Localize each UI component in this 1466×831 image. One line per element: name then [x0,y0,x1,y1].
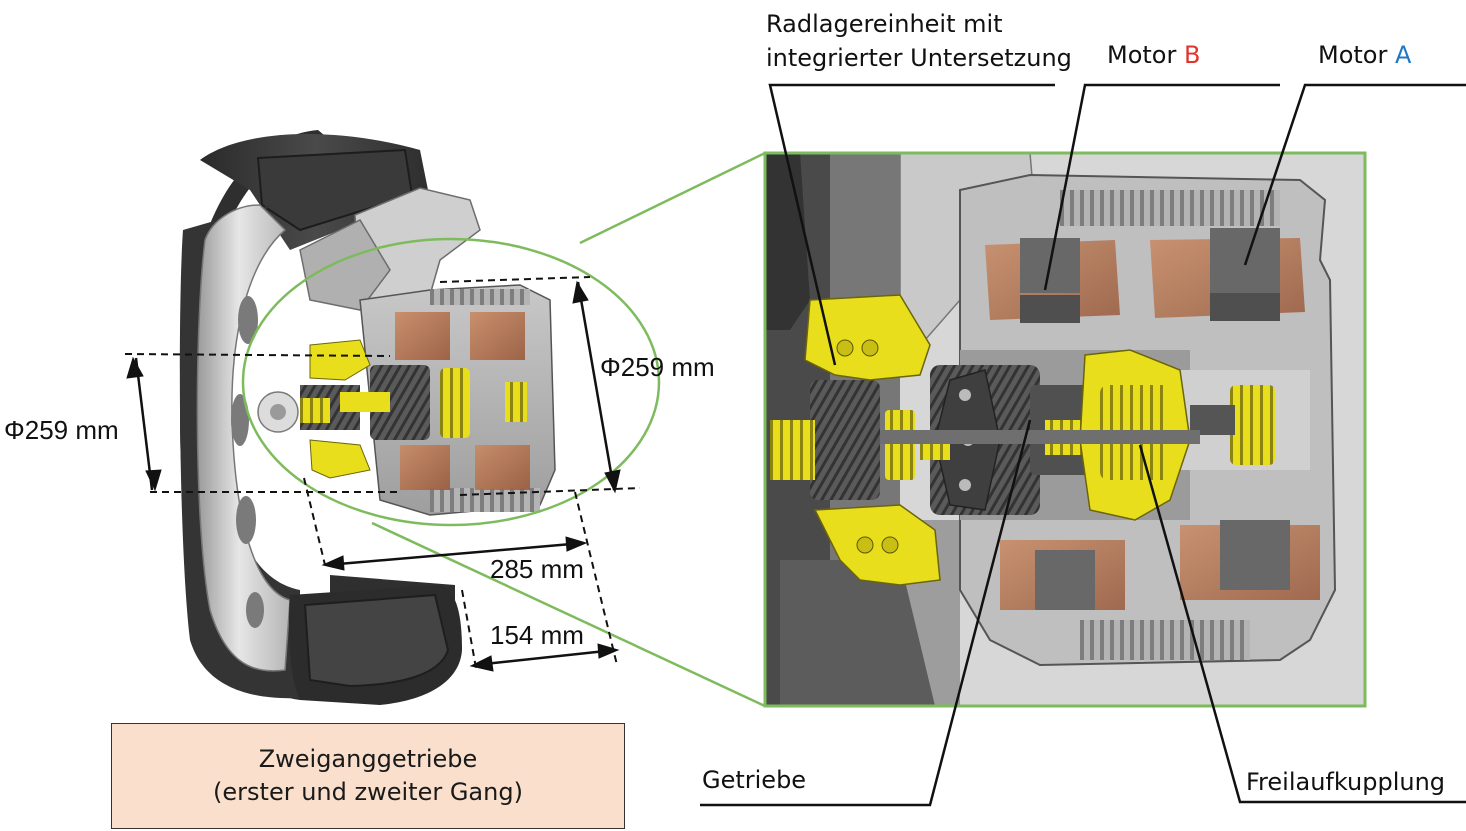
wheel-bearing-label-line1: Radlagereinheit mit [766,10,1003,38]
diameter-left-label: Φ259 mm [4,415,119,445]
cutaway-detail [765,152,1365,706]
length-unit-label: 154 mm [490,620,584,650]
motor-a-label: Motor A [1318,38,1411,72]
motor-a-word: Motor [1318,41,1388,69]
motor-b-label: Motor B [1107,38,1200,72]
length-total-label: 285 mm [490,554,584,584]
leader-lines [700,83,1466,807]
motor-a-letter: A [1395,41,1412,69]
dimension-lines [124,276,641,672]
wheel-bearing-label-line2: integrierter Untersetzung [766,44,1072,72]
highlight-ellipse [241,237,661,527]
detail-frame [763,151,1367,708]
motor-b-word: Motor [1107,41,1177,69]
caption-line2: (erster und zweiter Gang) [213,778,523,806]
motor-b-letter: B [1184,41,1201,69]
wheel-assembly [179,130,556,705]
diameter-right-label: Φ259 mm [600,352,715,382]
zoom-line-bottom [371,521,766,708]
zoom-line-top [579,151,766,245]
caption-line1: Zweiganggetriebe [258,745,478,773]
freewheel-clutch-label: Freilaufkupplung [1246,768,1446,796]
gearbox-label: Getriebe [702,766,807,794]
caption-box: Zweiganggetriebe (erster und zweiter Gan… [111,723,625,829]
